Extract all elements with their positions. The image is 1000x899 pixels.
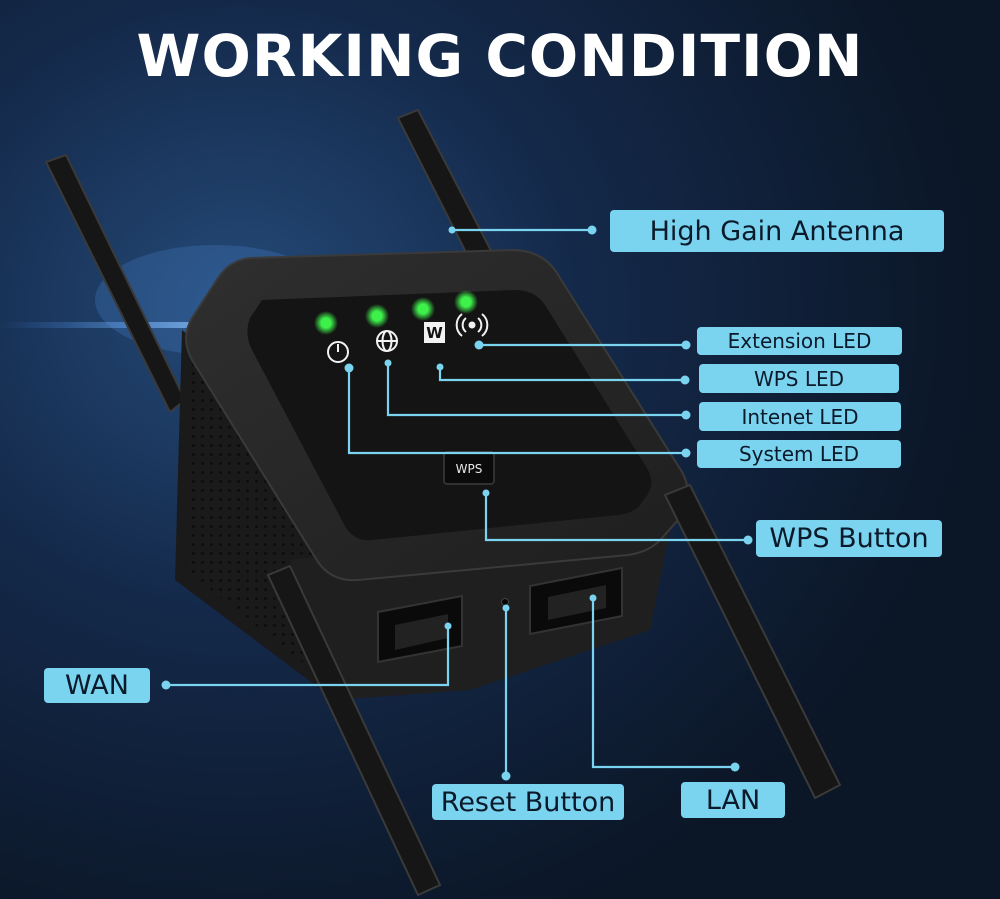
led-system [314,311,338,335]
lan-port-pins [548,585,606,620]
label-wan: WAN [44,668,150,703]
label-high-gain-antenna: High Gain Antenna [610,210,944,252]
wps-device-button-text: WPS [456,462,483,476]
leader-lan [591,598,735,769]
leader-lines [166,228,748,776]
label-wps-led: WPS LED [699,364,899,393]
label-reset-button: Reset Button [432,784,624,820]
wireless-icon [455,313,489,337]
led-extension [454,290,478,314]
wps-led-icon: W [424,322,445,343]
leader-internet [386,363,686,417]
label-extension-led: Extension LED [697,327,902,355]
leader-wps-led [438,367,685,382]
led-internet [365,304,389,328]
leader-wan [166,626,450,687]
power-icon [327,341,349,363]
globe-icon [376,330,398,352]
leader-wps-button [484,493,748,542]
page-title: WORKING CONDITION [136,22,864,90]
label-lan: LAN [681,782,785,818]
antenna-left-front [266,564,442,897]
label-internet-led: Intenet LED [699,402,901,431]
label-wps-button: WPS Button [756,520,942,557]
wps-led-icon-text: W [426,324,443,342]
led-wps [411,297,435,321]
label-system-led: System LED [697,440,901,468]
leader-system [347,368,686,455]
wan-port-pins [395,614,448,650]
wps-device-button: WPS [443,451,495,485]
reset-pinhole [501,598,509,606]
antenna-right-front [663,483,842,800]
leader-dots [161,225,753,781]
